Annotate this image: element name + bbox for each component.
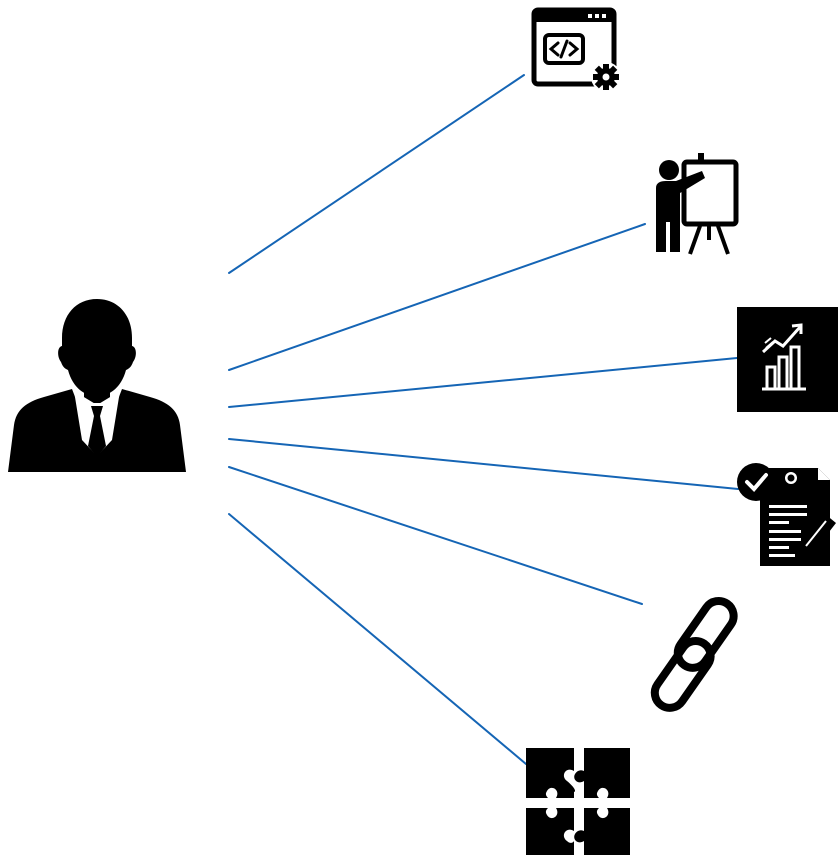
connectors bbox=[228, 74, 739, 765]
code-settings-icon bbox=[531, 7, 621, 92]
chain-link-icon bbox=[650, 596, 738, 712]
puzzle-pieces-icon bbox=[526, 748, 630, 855]
presentation-icon bbox=[656, 153, 739, 255]
connector-report bbox=[228, 438, 739, 490]
businessman-icon bbox=[8, 299, 186, 472]
connector-puzzle bbox=[228, 513, 527, 765]
report-checklist-icon bbox=[737, 463, 836, 566]
connector-code-settings bbox=[228, 74, 525, 274]
connector-chain-link bbox=[228, 466, 643, 605]
connector-presentation bbox=[228, 223, 646, 371]
connector-growth-chart bbox=[228, 357, 738, 408]
growth-chart-icon bbox=[737, 307, 838, 412]
